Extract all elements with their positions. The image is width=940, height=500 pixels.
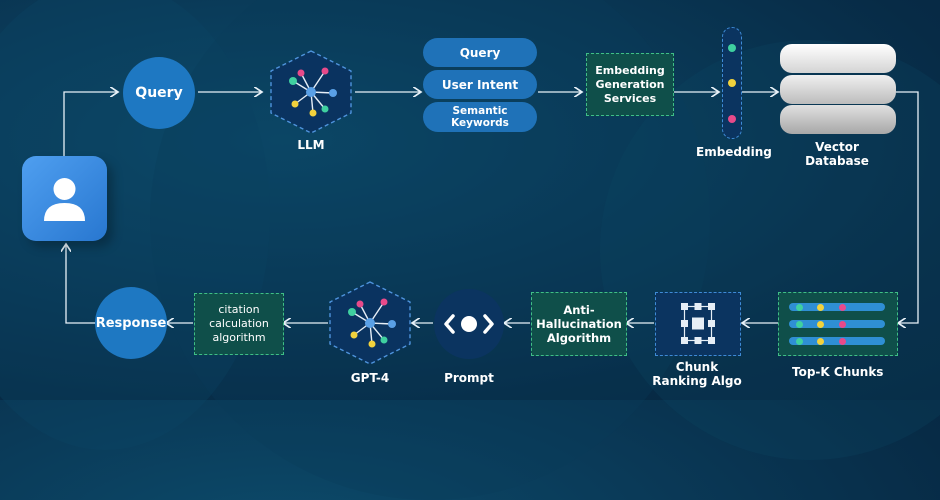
llm-label: LLM — [297, 138, 325, 152]
pill-user-intent: User Intent — [423, 70, 537, 99]
response-node-label: Response — [95, 315, 167, 331]
gpt4-neural-network-icon — [329, 281, 411, 365]
vector-database-label: Vector Database — [805, 140, 869, 168]
chunks-list-icon — [778, 292, 898, 356]
neural-network-icon — [270, 50, 352, 134]
embedding-generation-services: Embedding Generation Services — [586, 53, 674, 116]
user-icon — [22, 156, 107, 241]
gpt4-label: GPT-4 — [350, 371, 390, 385]
query-node: Query — [123, 57, 195, 129]
embedding-label: Embedding — [696, 145, 772, 159]
pill-semantic-keywords: Semantic Keywords — [423, 102, 537, 132]
citation-calculation-algorithm: citation calculation algorithm — [194, 293, 284, 355]
anti-hallucination-algorithm: Anti-Hallucination Algorithm — [531, 292, 627, 356]
citation-label: citation calculation algorithm — [209, 303, 269, 344]
embedding-generation-services-label: Embedding Generation Services — [595, 63, 665, 105]
chunk-ranking-label: Chunk Ranking Algo — [652, 360, 742, 388]
connector-lines — [0, 0, 919, 400]
embedding-vector-icon — [722, 27, 742, 139]
top-k-chunks-label: Top-K Chunks — [792, 365, 884, 379]
prompt-label: Prompt — [444, 371, 494, 385]
pill-query: Query — [423, 38, 537, 67]
ranking-grid-icon — [655, 292, 741, 356]
query-node-label: Query — [135, 85, 183, 101]
anti-hallucination-label: Anti-Hallucination Algorithm — [536, 303, 622, 345]
code-brackets-icon — [434, 289, 504, 359]
response-node: Response — [95, 287, 167, 359]
